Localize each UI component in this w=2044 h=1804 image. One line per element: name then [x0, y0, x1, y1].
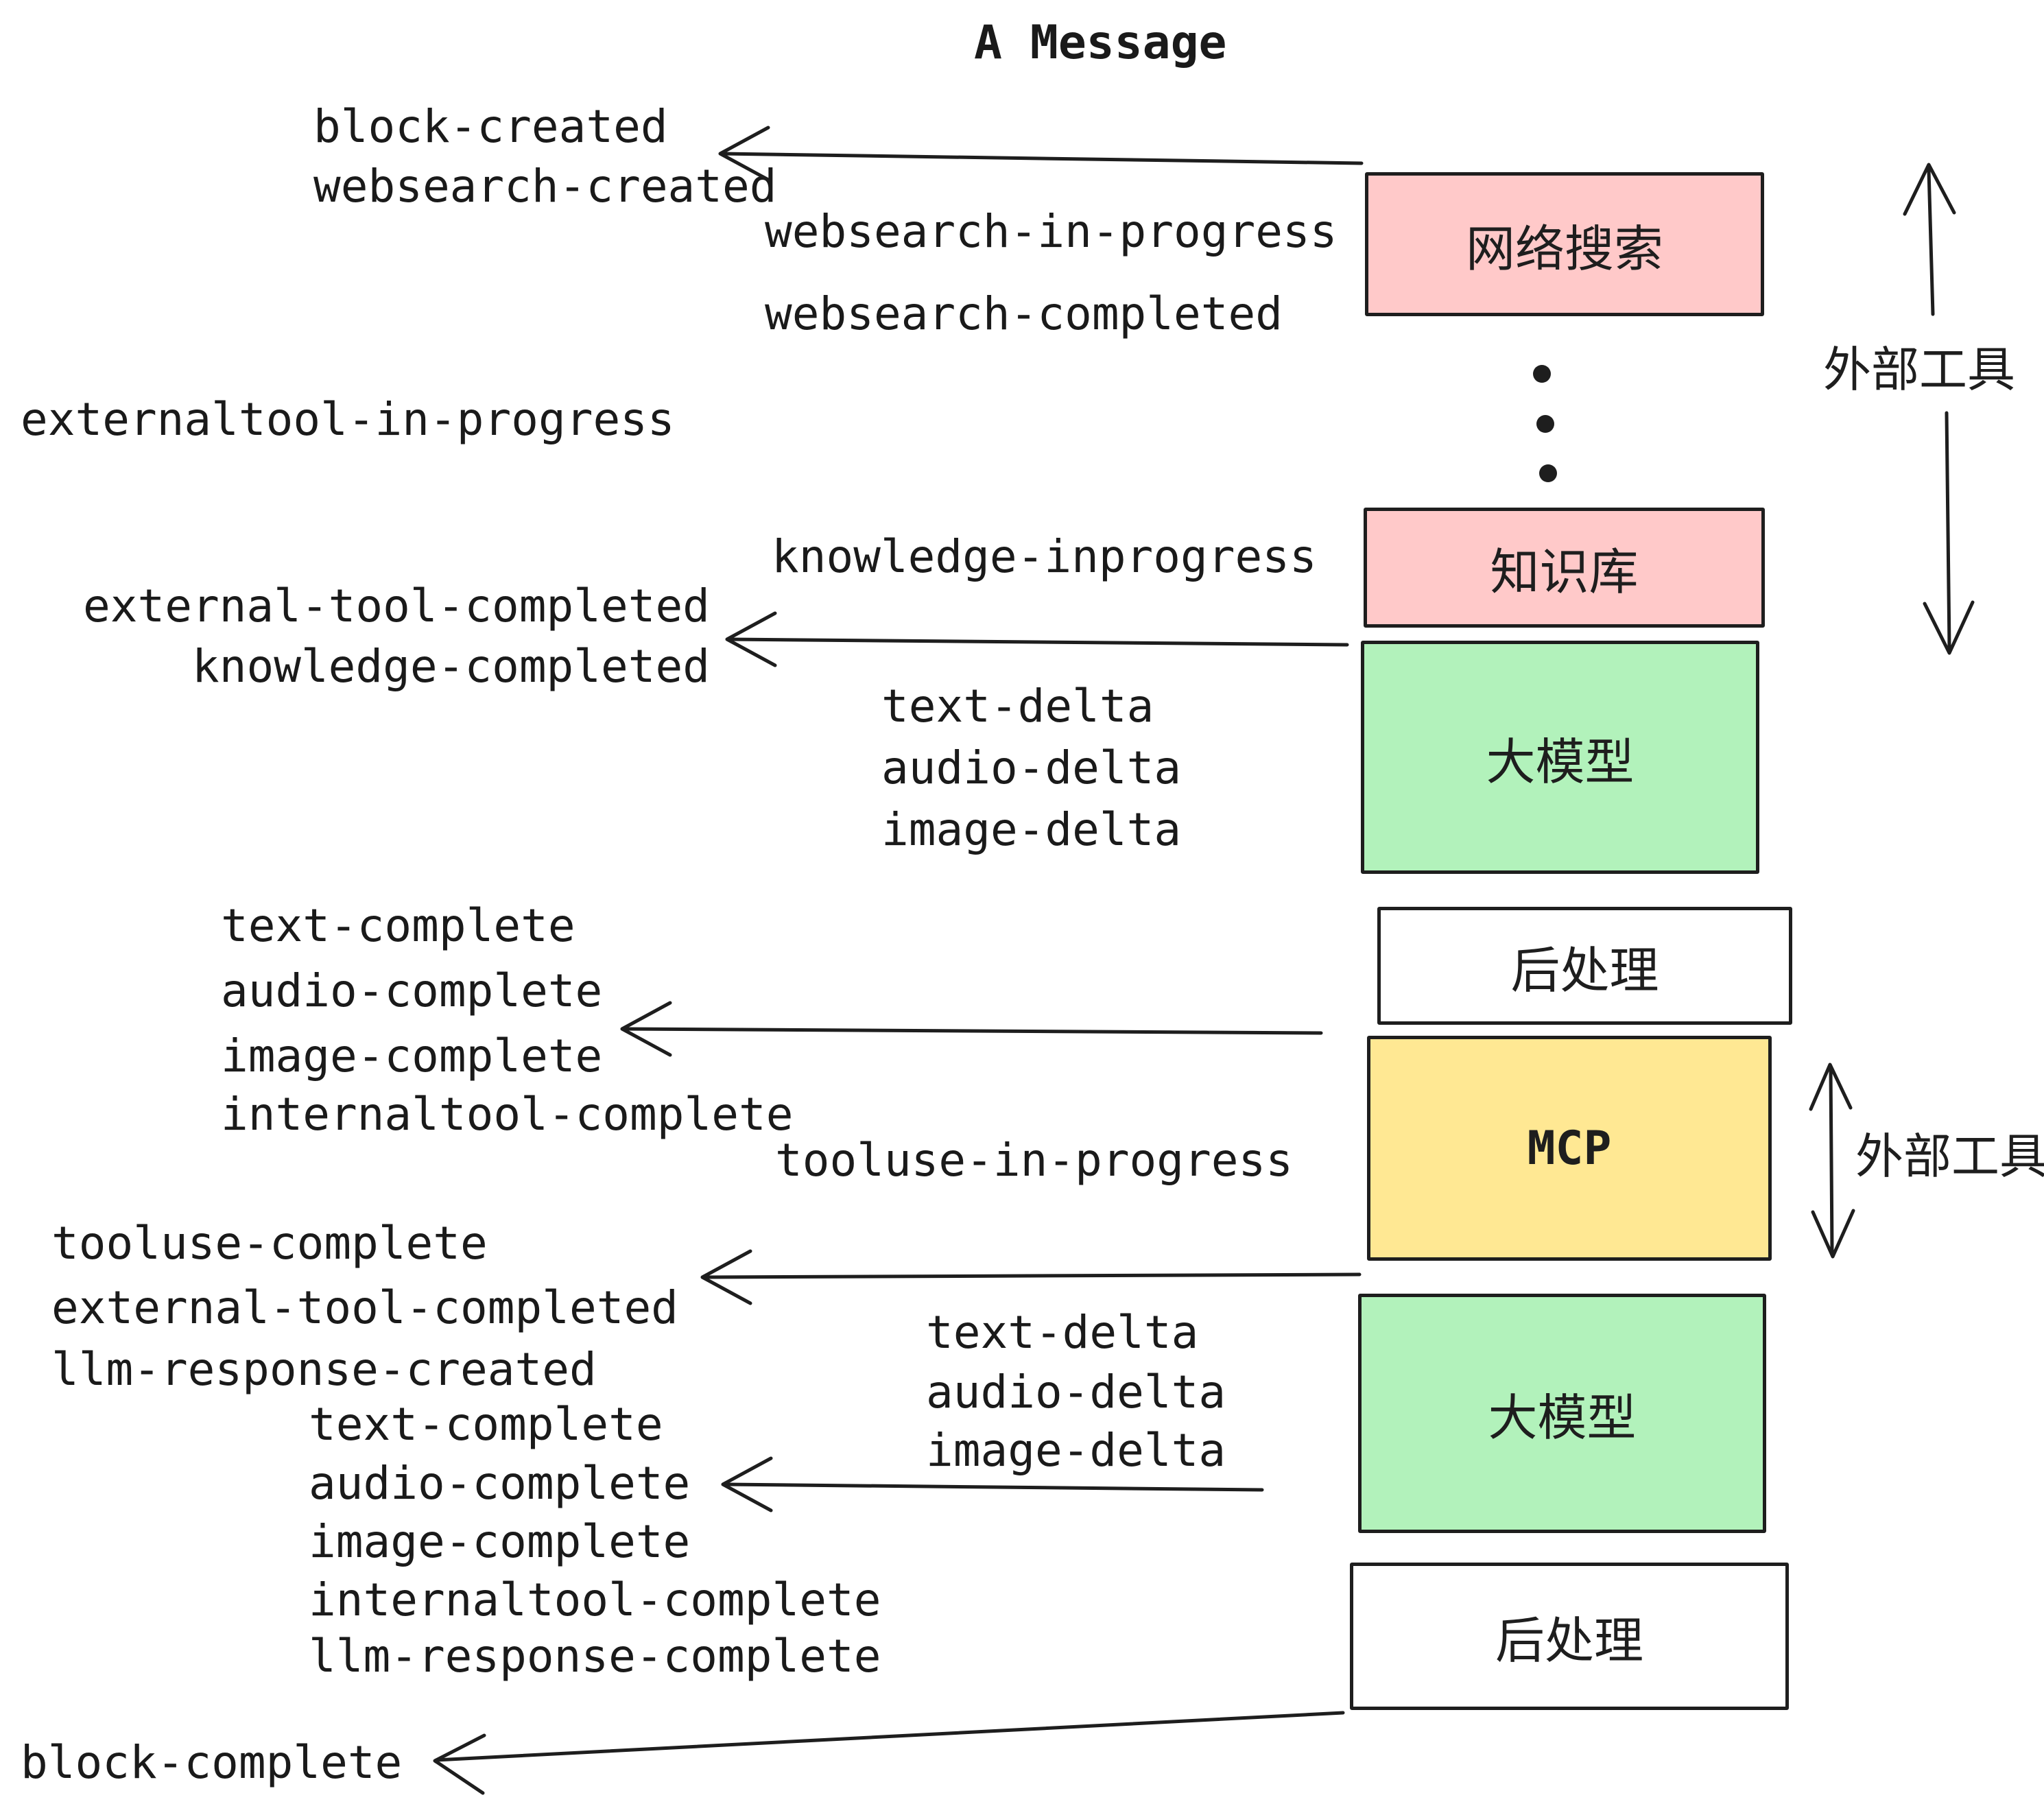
external-tools-label-1: 外部工具	[1823, 342, 2015, 398]
arrow-knowledge-completed-line	[726, 637, 1349, 647]
box-llm-2: 大模型	[1358, 1294, 1766, 1533]
double-arrow-1-lower-line	[1945, 411, 1951, 650]
box-knowledge: 知识库	[1364, 508, 1765, 628]
event-label-knowledge-inprogress: knowledge-inprogress	[772, 530, 1317, 583]
box-postprocess-1: 后处理	[1377, 907, 1792, 1025]
event-label-websearch-completed: websearch-completed	[765, 287, 1283, 340]
ellipsis-dot	[1536, 415, 1554, 433]
event-label-websearch-in-progress: websearch-in-progress	[765, 205, 1338, 258]
box-knowledge-label: 知识库	[1490, 543, 1639, 601]
event-label-externaltool-in-progress: externaltool-in-progress	[21, 393, 675, 446]
event-label-audio-delta: audio-delta	[881, 741, 1182, 794]
event-label-audio-complete: audio-complete	[221, 964, 603, 1017]
arrow-complete-1-line	[621, 1027, 1323, 1035]
event-label-text-delta-2: text-delta	[926, 1306, 1199, 1359]
event-label-internaltool-complete: internaltool-complete	[221, 1088, 794, 1141]
event-label-block-created: block-created	[313, 100, 668, 153]
box-postprocess-2: 后处理	[1350, 1563, 1789, 1710]
event-label-tooluse-in-progress: tooluse-in-progress	[775, 1134, 1293, 1187]
double-arrow-1-up-head-icon	[1903, 163, 1956, 216]
box-postprocess-1-label: 后处理	[1510, 941, 1659, 999]
event-label-image-delta-2: image-delta	[926, 1424, 1226, 1477]
event-label-image-complete: image-complete	[221, 1030, 603, 1082]
ellipsis-dot	[1533, 365, 1551, 383]
arrow-complete-2-line	[722, 1482, 1264, 1492]
event-label-text-complete-2: text-complete	[309, 1398, 663, 1451]
arrow-knowledge-completed-head-icon	[725, 611, 777, 667]
event-label-block-complete: block-complete	[21, 1736, 403, 1789]
box-websearch-label: 网络搜索	[1465, 219, 1663, 278]
box-llm-1: 大模型	[1361, 641, 1759, 874]
arrow-complete-1-head-icon	[620, 1001, 672, 1057]
double-arrow-2-line	[1829, 1068, 1834, 1253]
event-label-text-delta: text-delta	[881, 680, 1154, 733]
double-arrow-1-upper-line	[1927, 168, 1935, 316]
event-label-external-tool-completed-2: external-tool-completed	[51, 1281, 678, 1334]
arrow-complete-2-head-icon	[721, 1456, 773, 1512]
arrow-websearch-created-line	[720, 152, 1364, 165]
arrow-block-complete-head-icon	[433, 1733, 486, 1795]
diagram-title: A Message	[974, 16, 1227, 70]
event-label-audio-delta-2: audio-delta	[926, 1366, 1226, 1419]
box-websearch: 网络搜索	[1365, 172, 1764, 316]
event-label-audio-complete-2: audio-complete	[309, 1457, 691, 1510]
box-mcp: MCP	[1367, 1036, 1772, 1261]
double-arrow-1-down-head-icon	[1923, 600, 1975, 655]
box-llm-1-label: 大模型	[1486, 733, 1635, 791]
box-mcp-label: MCP	[1527, 1121, 1612, 1176]
event-label-llm-response-complete: llm-response-complete	[309, 1630, 881, 1683]
event-label-knowledge-completed: knowledge-completed	[192, 640, 710, 693]
event-label-internaltool-complete-2: internaltool-complete	[309, 1574, 881, 1626]
double-arrow-2-up-head-icon	[1809, 1063, 1853, 1111]
event-label-image-complete-2: image-complete	[309, 1515, 691, 1568]
event-label-text-complete: text-complete	[221, 899, 575, 952]
box-postprocess-2-label: 后处理	[1495, 1612, 1643, 1670]
ellipsis-dot	[1539, 464, 1557, 482]
arrow-tooluse-complete-line	[702, 1272, 1362, 1279]
event-label-websearch-created: websearch-created	[313, 160, 777, 213]
double-arrow-2-down-head-icon	[1811, 1209, 1855, 1259]
arrow-tooluse-complete-head-icon	[700, 1249, 752, 1305]
external-tools-label-2: 外部工具	[1855, 1128, 2044, 1185]
box-llm-2-label: 大模型	[1488, 1389, 1637, 1447]
event-label-external-tool-completed: external-tool-completed	[83, 580, 710, 632]
event-label-llm-response-created: llm-response-created	[51, 1343, 597, 1396]
event-label-image-delta: image-delta	[881, 803, 1182, 856]
event-label-tooluse-complete: tooluse-complete	[51, 1217, 488, 1270]
arrow-block-complete-line	[434, 1711, 1345, 1762]
